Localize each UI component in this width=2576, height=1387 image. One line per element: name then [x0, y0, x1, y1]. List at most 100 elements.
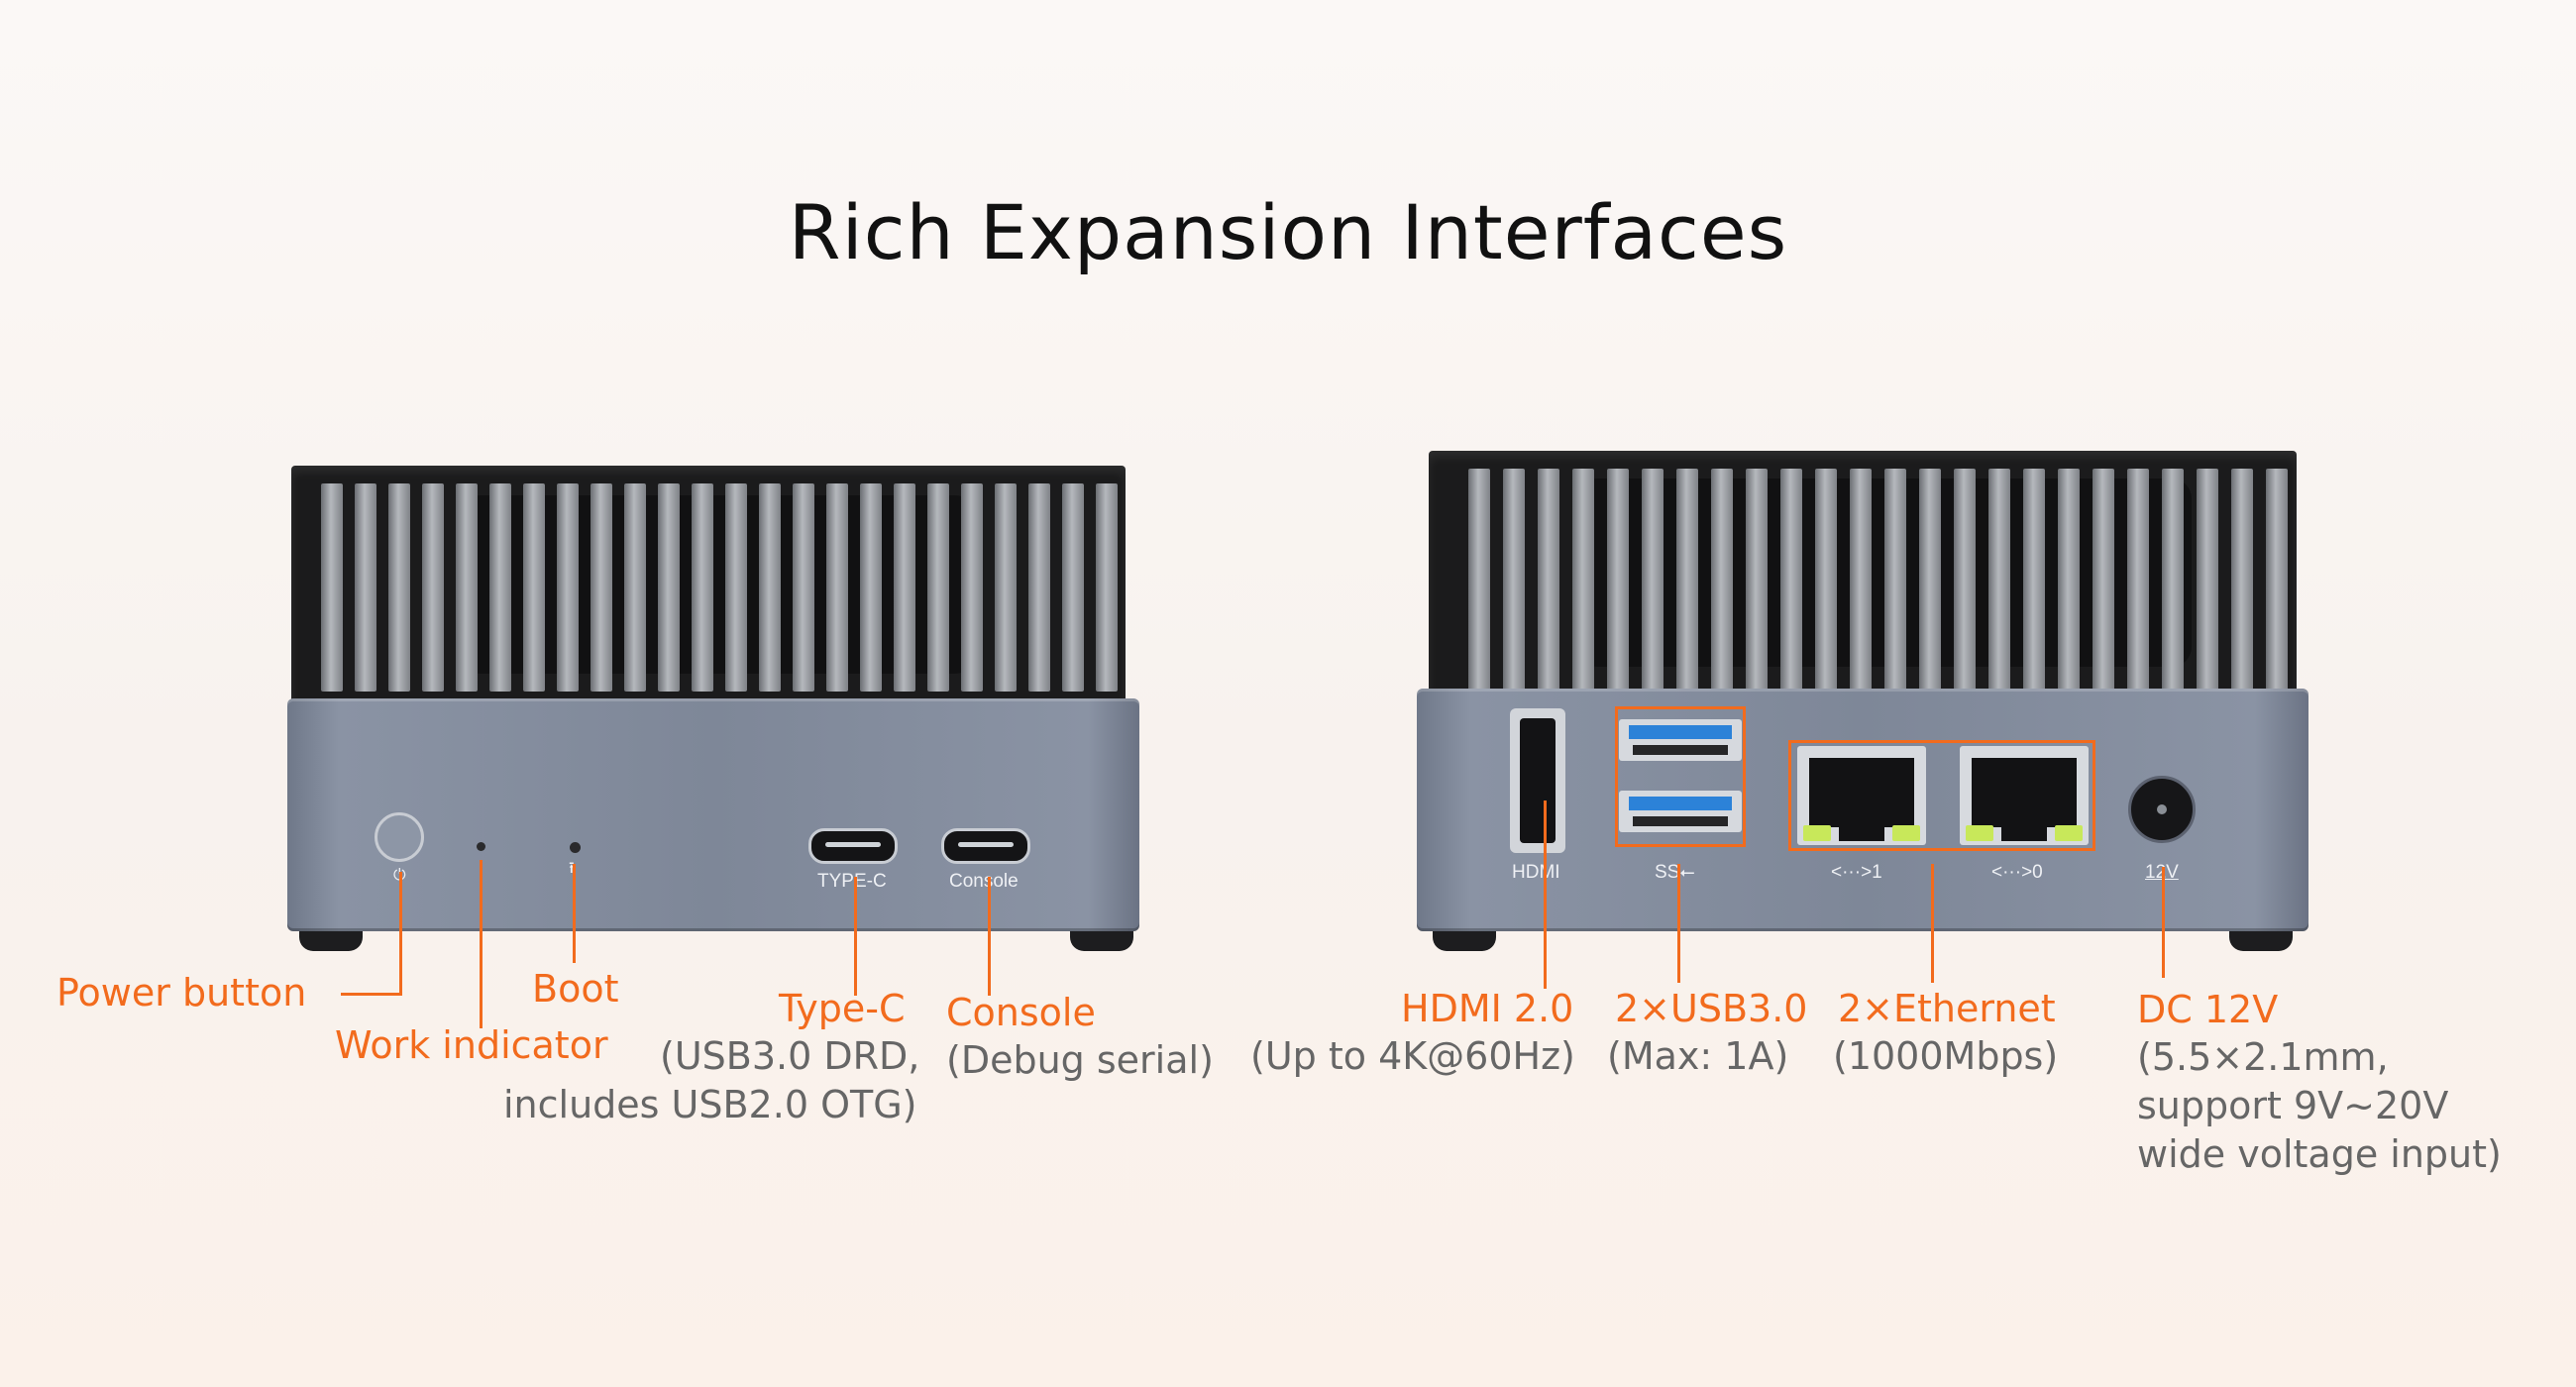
typec-port — [808, 828, 898, 864]
ethernet-port-1-label: <···>1 — [1831, 862, 1882, 883]
typec-sub-1: (USB3.0 DRD, — [660, 1034, 920, 1078]
power-button-icon — [375, 812, 424, 862]
ethernet-port-0-label: <···>0 — [1991, 862, 2043, 883]
heatsink-fin — [725, 483, 747, 692]
heatsink-fin — [1780, 469, 1802, 692]
work-indicator-label: Work indicator — [335, 1023, 608, 1067]
dc-sub-3: wide voltage input) — [2137, 1132, 2502, 1176]
hdmi-port — [1510, 708, 1565, 853]
console-port — [941, 828, 1030, 864]
heatsink-fin — [1988, 469, 2010, 692]
front-device-image: ⏻ ⭱ TYPE-C Console — [287, 466, 1139, 951]
boot-icon: ⭱ — [569, 860, 575, 877]
console-port-label: Console — [949, 871, 1019, 892]
ethernet-sub: (1000Mbps) — [1833, 1034, 2059, 1078]
usb-port-label: SS⭠ — [1655, 862, 1695, 883]
dc-sub-2: support 9V~20V — [2137, 1084, 2449, 1127]
typec-label: Type-C — [779, 987, 906, 1030]
ethernet-port-1 — [1797, 746, 1926, 845]
heatsink-fin — [1062, 483, 1084, 692]
heatsink-fin — [1096, 483, 1118, 692]
heatsink-fin — [2127, 469, 2149, 692]
work-indicator-callout-line — [480, 860, 483, 1028]
dc-callout-line — [2162, 867, 2165, 978]
boot-callout-line — [573, 864, 576, 963]
power-callout-line-h — [341, 993, 402, 996]
ethernet-callout-line — [1931, 864, 1934, 983]
heatsink-fin — [1503, 469, 1525, 692]
heatsink-fin — [590, 483, 612, 692]
heatsink-fin — [2162, 469, 2184, 692]
heatsink-fin — [321, 483, 343, 692]
heatsink-fin — [793, 483, 814, 692]
typec-sub-2: includes USB2.0 OTG) — [503, 1083, 917, 1126]
heatsink-fin — [1815, 469, 1837, 692]
heatsink-fin — [995, 483, 1017, 692]
heatsink-fin — [759, 483, 781, 692]
ethernet-port-group — [1788, 740, 2095, 851]
rear-chassis: HDMI SS⭠ <···>1 <···>0 12V — [1417, 689, 2308, 931]
heatsink-fin — [658, 483, 680, 692]
heatsink-fin — [860, 483, 882, 692]
heatsink-fin — [1468, 469, 1490, 692]
heatsink-fin — [523, 483, 545, 692]
front-chassis: ⏻ ⭱ TYPE-C Console — [287, 698, 1139, 931]
heatsink-fin — [1954, 469, 1976, 692]
heatsink-fin — [2231, 469, 2253, 692]
heatsink-fin — [1642, 469, 1664, 692]
usb-port-1 — [1619, 719, 1742, 761]
front-foot-left — [299, 931, 363, 951]
heatsink-fin — [1919, 469, 1941, 692]
front-heatsink — [291, 466, 1126, 713]
front-foot-right — [1070, 931, 1133, 951]
heatsink-fin — [1884, 469, 1906, 692]
dc-port-label: 12V — [2145, 862, 2179, 884]
page-title: Rich Expansion Interfaces — [788, 188, 1788, 276]
power-button-label: Power button — [56, 971, 307, 1014]
hdmi-callout-line — [1544, 800, 1547, 989]
heatsink-fin — [1850, 469, 1872, 692]
heatsink-fin — [557, 483, 579, 692]
rear-device-image: HDMI SS⭠ <···>1 <···>0 12V — [1417, 451, 2308, 951]
heatsink-fin — [1028, 483, 1050, 692]
boot-pinhole — [570, 842, 581, 853]
console-callout-line — [988, 877, 991, 996]
console-sub: (Debug serial) — [946, 1038, 1214, 1082]
heatsink-fin — [1676, 469, 1698, 692]
heatsink-fin — [2023, 469, 2045, 692]
heatsink-fin — [1746, 469, 1768, 692]
heatsink-fin — [2058, 469, 2080, 692]
ethernet-label: 2×Ethernet — [1838, 987, 2056, 1030]
heatsink-fin — [2197, 469, 2218, 692]
dc-sub-1: (5.5×2.1mm, — [2137, 1035, 2389, 1079]
boot-label: Boot — [532, 967, 619, 1011]
power-callout-line — [399, 872, 402, 996]
usb-sub: (Max: 1A) — [1607, 1034, 1789, 1078]
usb-callout-line — [1677, 864, 1680, 983]
console-label: Console — [946, 991, 1096, 1034]
heatsink-fin — [1572, 469, 1594, 692]
typec-port-label: TYPE-C — [817, 871, 887, 892]
heatsink-fin — [624, 483, 646, 692]
usb-port-group — [1615, 706, 1746, 847]
usb-port-2 — [1619, 791, 1742, 832]
dc-label: DC 12V — [2137, 988, 2279, 1031]
heatsink-fin — [1607, 469, 1629, 692]
heatsink-fin — [894, 483, 915, 692]
heatsink-fin — [489, 483, 511, 692]
work-indicator-led — [477, 842, 485, 851]
heatsink-fin — [388, 483, 410, 692]
heatsink-fin — [456, 483, 478, 692]
hdmi-port-label: HDMI — [1512, 862, 1560, 883]
rear-foot-right — [2229, 931, 2293, 951]
heatsink-fin — [826, 483, 848, 692]
heatsink-fin — [355, 483, 376, 692]
heatsink-fin — [961, 483, 983, 692]
rear-foot-left — [1433, 931, 1496, 951]
heatsink-fin — [2266, 469, 2288, 692]
rear-heatsink — [1429, 451, 2297, 713]
hdmi-label: HDMI 2.0 — [1401, 987, 1574, 1030]
heatsink-fin — [1538, 469, 1559, 692]
heatsink-fin — [692, 483, 713, 692]
hdmi-sub: (Up to 4K@60Hz) — [1250, 1034, 1575, 1078]
